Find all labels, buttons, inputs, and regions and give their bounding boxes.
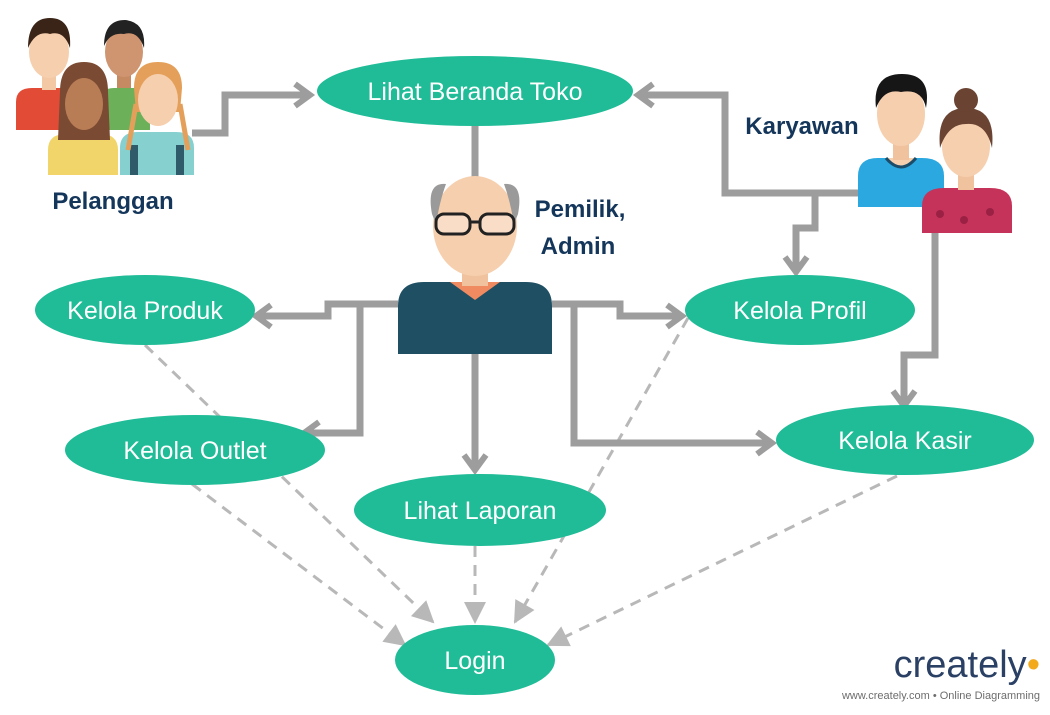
use-case-beranda[interactable]: Lihat Beranda Toko bbox=[317, 56, 633, 126]
arrow-pelanggan-beranda bbox=[192, 81, 316, 137]
arrow-pemilik-outlet bbox=[298, 304, 364, 447]
creately-wordmark: creately bbox=[893, 644, 1027, 686]
dashed-outlet-login bbox=[191, 482, 407, 647]
creately-tagline: www.creately.com • Online Diagramming bbox=[841, 690, 1040, 702]
solid-connectors bbox=[192, 81, 939, 476]
pemilik-admin-icon bbox=[398, 176, 552, 354]
dashed-profil-login bbox=[513, 317, 690, 624]
use-case-laporan[interactable]: Lihat Laporan bbox=[354, 474, 606, 546]
arrow-pemilik-profil bbox=[552, 300, 688, 330]
arrow-karyawan-kasir bbox=[890, 232, 939, 412]
login-label: Login bbox=[444, 647, 505, 675]
lightbulb-icon: • bbox=[1026, 644, 1040, 686]
use-case-kasir[interactable]: Kelola Kasir bbox=[776, 405, 1034, 475]
dashed-kasir-login bbox=[546, 474, 898, 647]
pemilik-label-line1: Pemilik, bbox=[535, 196, 626, 223]
karyawan-people-icon bbox=[858, 74, 1012, 233]
produk-label: Kelola Produk bbox=[67, 297, 223, 325]
use-case-login[interactable]: Login bbox=[395, 625, 555, 695]
laporan-label: Lihat Laporan bbox=[404, 497, 557, 525]
pemilik-label-line2: Admin bbox=[541, 233, 616, 260]
pelanggan-people-icon bbox=[16, 18, 194, 175]
arrow-pemilik-kasir bbox=[570, 304, 778, 457]
arrow-karyawan-profil bbox=[782, 189, 858, 278]
kasir-label: Kelola Kasir bbox=[838, 427, 971, 455]
dashed-produk-login bbox=[143, 343, 435, 624]
profil-label: Kelola Profil bbox=[733, 297, 866, 325]
karyawan-label: Karyawan bbox=[745, 113, 858, 140]
use-case-produk[interactable]: Kelola Produk bbox=[35, 275, 255, 345]
arrow-karyawan-beranda bbox=[632, 81, 858, 197]
dashed-connectors bbox=[143, 317, 898, 647]
pelanggan-label: Pelanggan bbox=[52, 188, 173, 215]
creately-logo: creately• bbox=[842, 646, 1040, 684]
arrow-pemilik-produk bbox=[250, 300, 398, 330]
use-case-outlet[interactable]: Kelola Outlet bbox=[65, 415, 325, 485]
use-case-profil[interactable]: Kelola Profil bbox=[685, 275, 915, 345]
beranda-label: Lihat Beranda Toko bbox=[368, 78, 583, 106]
creately-brand[interactable]: creately• www.creately.com • Online Diag… bbox=[842, 646, 1040, 702]
outlet-label: Kelola Outlet bbox=[123, 437, 266, 465]
